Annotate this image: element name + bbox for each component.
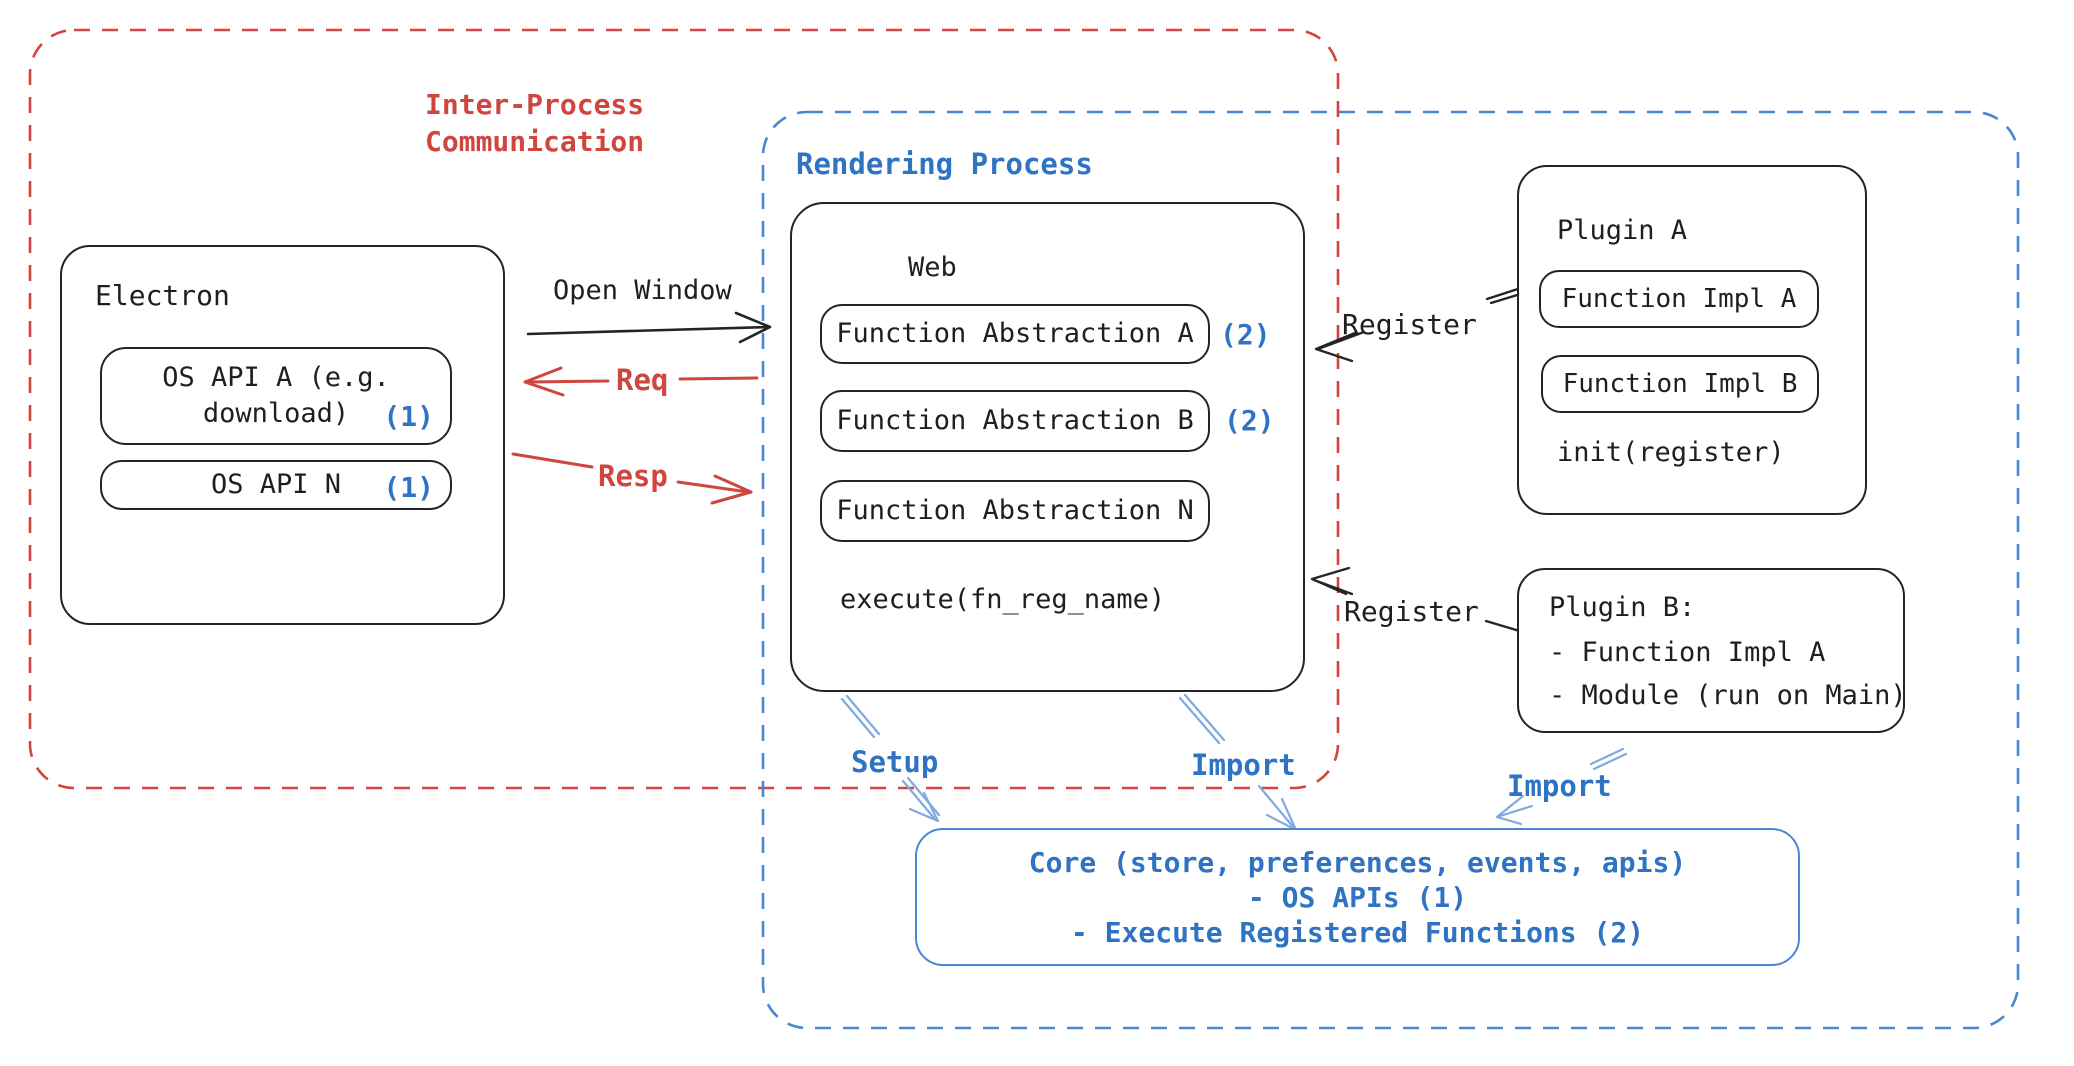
plugin-a-init-label: init(register) <box>1557 437 1785 468</box>
ipc-region-border <box>28 28 1340 790</box>
register-b-label: Register <box>1344 595 1479 628</box>
core-box: Core (store, preferences, events, apis) … <box>915 828 1800 966</box>
resp-arrow <box>511 452 753 505</box>
function-abstraction-n-box: Function Abstraction N <box>820 480 1210 542</box>
open-window-label: Open Window <box>553 275 732 306</box>
web-box: Web Function Abstraction A (2) Function … <box>790 202 1305 692</box>
os-api-a-box: OS API A (e.g. download) (1) <box>100 347 452 445</box>
function-impl-a-box: Function Impl A <box>1539 270 1819 328</box>
function-abstraction-n-label: Function Abstraction N <box>836 495 1194 526</box>
core-line-3: - Execute Registered Functions (2) <box>1070 915 1645 949</box>
function-abstraction-a-label: Function Abstraction A <box>836 318 1194 349</box>
register-b-arrow <box>1310 566 1525 634</box>
function-impl-a-label: Function Impl A <box>1561 284 1797 314</box>
setup-label: Setup <box>851 745 939 779</box>
function-abstraction-b-box: Function Abstraction B <box>820 390 1210 452</box>
rendering-region-label: Rendering Process <box>796 147 1093 181</box>
req-arrow <box>523 366 759 397</box>
plugin-a-box: Plugin A Function Impl A Function Impl B… <box>1517 165 1867 515</box>
web-title: Web <box>908 252 957 283</box>
plugin-b-box: Plugin B: - Function Impl A - Module (ru… <box>1517 568 1907 733</box>
os-api-n-box: OS API N (1) <box>100 460 452 510</box>
import-web-arrow <box>1178 693 1298 832</box>
plugin-b-module-line: - Module (run on Main) <box>1549 680 1907 711</box>
function-abstraction-b-badge: (2) <box>1224 404 1275 437</box>
core-line-1: Core (store, preferences, events, apis) <box>1028 845 1687 879</box>
register-a-label: Register <box>1342 308 1477 341</box>
req-label: Req <box>616 363 669 397</box>
setup-arrow <box>840 694 941 823</box>
os-api-a-badge: (1) <box>383 400 434 433</box>
import-plugin-label: Import <box>1507 769 1612 803</box>
function-abstraction-a-badge: (2) <box>1220 318 1271 351</box>
function-impl-b-label: Function Impl B <box>1562 369 1798 399</box>
function-impl-b-box: Function Impl B <box>1541 355 1819 413</box>
open-window-arrow <box>526 311 772 344</box>
function-abstraction-b-label: Function Abstraction B <box>836 405 1194 436</box>
plugin-b-impl-line: - Function Impl A <box>1549 637 1826 668</box>
register-a-arrow <box>1314 285 1529 363</box>
resp-label: Resp <box>598 459 668 493</box>
os-api-a-label: OS API A (e.g. download) <box>162 362 390 429</box>
core-line-2: - OS APIs (1) <box>1247 880 1468 914</box>
import-web-label: Import <box>1191 748 1296 782</box>
rendering-region-border <box>761 110 2020 1030</box>
import-plugin-arrow <box>1495 747 1628 826</box>
electron-box: Electron OS API A (e.g. download) (1) OS… <box>60 245 505 625</box>
electron-title: Electron <box>95 279 230 312</box>
web-execute-label: execute(fn_reg_name) <box>840 584 1166 615</box>
plugin-a-title: Plugin A <box>1557 215 1688 246</box>
os-api-n-badge: (1) <box>383 471 434 504</box>
os-api-n-label: OS API N <box>210 469 342 500</box>
ipc-region-label: Inter-Process Communication <box>425 88 645 158</box>
plugin-b-title: Plugin B: <box>1549 592 1696 623</box>
function-abstraction-a-box: Function Abstraction A <box>820 304 1210 364</box>
